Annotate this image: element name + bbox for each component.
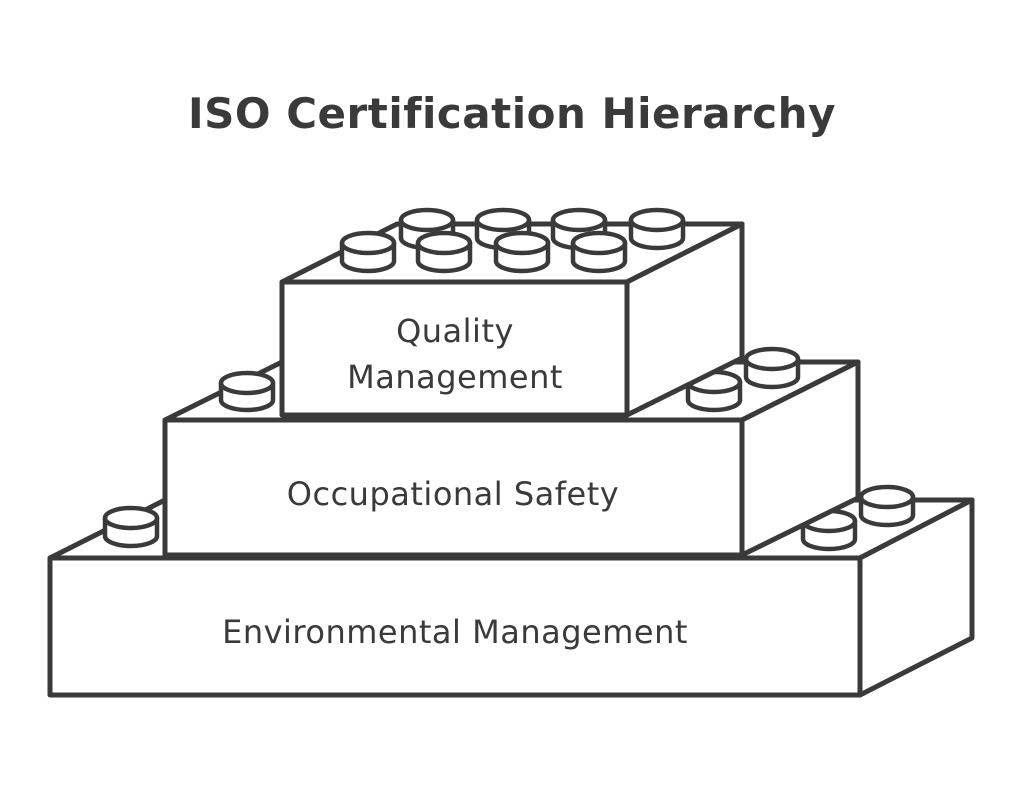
middle-brick-stud [218, 370, 276, 413]
top-brick-front-face [279, 279, 630, 418]
diagram-title: ISO Certification Hierarchy [188, 89, 836, 138]
middle-brick-front-face [162, 417, 745, 558]
top-brick-stud [628, 207, 686, 251]
middle-brick-label: Occupational Safety [287, 475, 619, 513]
middle-brick-stud [743, 346, 801, 390]
top-brick-label-line-1: Quality [396, 312, 514, 350]
brick-quality-management: Quality Management [279, 207, 745, 418]
bottom-brick-stud [858, 484, 916, 528]
top-brick-stud [339, 230, 397, 274]
bottom-brick-front-face [47, 555, 863, 698]
bottom-brick-label: Environmental Management [222, 613, 688, 651]
top-brick-stud [570, 230, 628, 274]
top-brick-stud [415, 230, 473, 274]
top-brick-stud [493, 230, 551, 274]
bottom-brick-stud [102, 505, 160, 549]
top-brick-label-line-2: Management [347, 358, 563, 396]
